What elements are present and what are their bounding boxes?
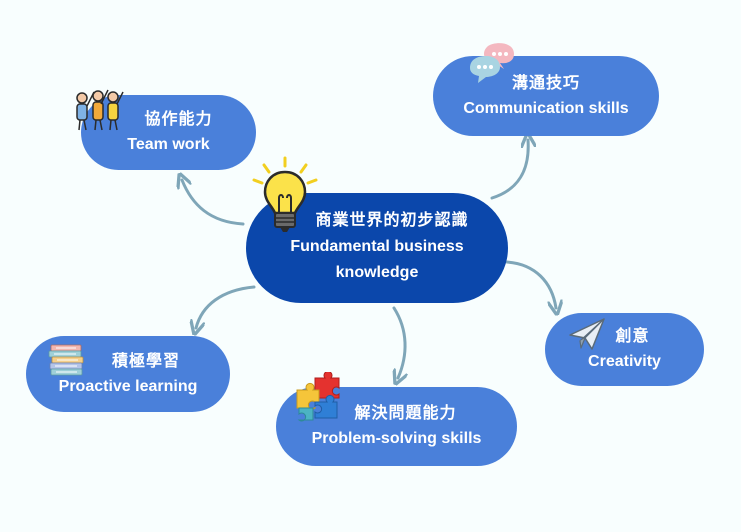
team-work-en: Team work xyxy=(127,136,210,153)
arrow-to-communication xyxy=(490,140,528,200)
communication-zh: 溝通技巧 xyxy=(511,74,580,92)
speech-bubbles-icon xyxy=(470,43,514,83)
node-creativity: 創意 Creativity xyxy=(545,313,704,386)
problem-solving-en: Problem-solving skills xyxy=(311,430,482,447)
arrow-to-creativity xyxy=(505,260,556,308)
creativity-en: Creativity xyxy=(588,353,661,370)
arrow-to-team-work xyxy=(182,180,245,226)
proactive-en: Proactive learning xyxy=(58,377,198,395)
puzzle-pieces-icon xyxy=(296,372,340,422)
proactive-zh: 積極學習 xyxy=(111,352,180,370)
center-title-zh: 商業世界的初步認識 xyxy=(315,212,469,229)
center-title-en-line1: Fundamental business xyxy=(290,238,464,255)
center-title-en-line2: knowledge xyxy=(335,264,419,281)
node-communication: 溝通技巧 Communication skills xyxy=(433,56,659,136)
communication-en: Communication skills xyxy=(463,99,629,117)
team-work-zh: 協作能力 xyxy=(144,111,213,128)
team-people-icon xyxy=(76,89,124,131)
paper-plane-icon xyxy=(569,318,605,350)
creativity-zh: 創意 xyxy=(615,328,650,345)
arrow-to-problem-solving xyxy=(394,306,405,378)
lightbulb-icon xyxy=(252,156,318,232)
books-stack-icon xyxy=(48,344,84,376)
arrow-to-proactive xyxy=(196,285,256,328)
problem-solving-zh: 解決問題能力 xyxy=(354,405,457,422)
